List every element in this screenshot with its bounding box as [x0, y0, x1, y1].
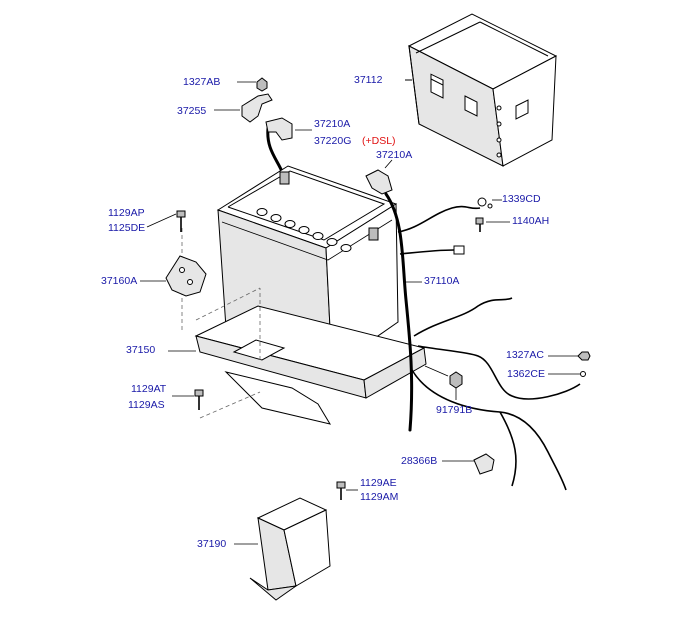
bracket-37160A	[140, 255, 207, 297]
negative-clamp-37210A	[365, 159, 393, 195]
label-37150: 37150	[126, 344, 156, 356]
nut-1327AB	[237, 77, 268, 92]
leader-lines	[146, 213, 580, 491]
label-37110A: 37110A	[424, 275, 460, 287]
bolt-1129AP	[176, 210, 186, 232]
label-1129AM: 1129AM	[360, 491, 399, 503]
positive-cable-37210A	[265, 117, 312, 176]
nut-1327AC	[577, 351, 591, 361]
label-37255: 37255	[177, 105, 207, 117]
label-1140AH: 1140AH	[512, 215, 550, 227]
label-1362CE: 1362CE	[507, 368, 545, 380]
label-28366B: 28366B	[401, 455, 438, 467]
bolt-91791B	[449, 371, 463, 400]
label-dsl: (+DSL)	[362, 135, 396, 147]
label-1129AE: 1129AE	[360, 477, 397, 489]
label-37190: 37190	[197, 538, 227, 550]
label-37220G: 37220G	[314, 135, 352, 147]
label-1327AB: 1327AB	[183, 76, 221, 88]
label-1129AT: 1129AT	[131, 383, 167, 395]
label-37210A-mid: 37210A	[376, 149, 413, 161]
label-1129AP: 1129AP	[108, 207, 145, 219]
bracket-37190	[234, 497, 331, 601]
clip-1140AH	[475, 217, 510, 232]
wiring-harness-37110A	[384, 192, 581, 491]
clip-28366B	[442, 453, 495, 475]
battery-cell-caps	[256, 208, 352, 252]
label-91791B: 91791B	[436, 404, 473, 416]
label-37210A-top: 37210A	[314, 118, 351, 130]
bolt-1362CE	[580, 371, 586, 377]
battery-cover-37112	[405, 13, 558, 167]
label-37160A: 37160A	[101, 275, 138, 287]
label-1125DE: 1125DE	[108, 222, 146, 234]
bolt-1129AT	[194, 389, 204, 410]
bolt-1129AE	[336, 481, 346, 500]
connector-1339CD	[477, 197, 502, 209]
label-1327AC: 1327AC	[506, 349, 544, 361]
label-1129AS: 1129AS	[128, 399, 165, 411]
label-1339CD: 1339CD	[502, 193, 541, 205]
bracket-37255	[214, 93, 273, 123]
label-37112: 37112	[354, 74, 383, 86]
